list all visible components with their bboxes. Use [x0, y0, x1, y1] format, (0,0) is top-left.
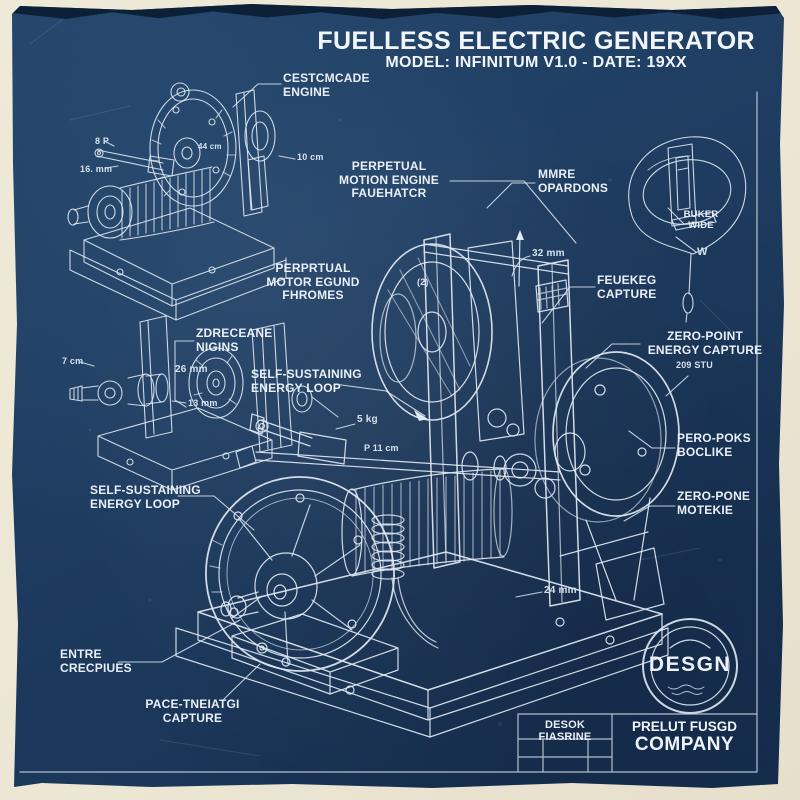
- paper-scratches: [29, 19, 741, 757]
- dim-26mm: 26 mm: [175, 364, 208, 375]
- top-left-engine-sketch: [67, 82, 287, 321]
- callout-pero-poks-boclike: PERO-POKS BOCLIKE: [677, 431, 751, 459]
- main-generator-drawing: [175, 230, 680, 738]
- company-line1: PRELUT FUSGD: [631, 719, 737, 734]
- title-line1: FUELLESS ELECTRIC GENERATOR: [317, 27, 755, 55]
- callout-buker-wide: BUKER WIDE: [683, 209, 719, 231]
- callout-self-sustaining-upper: SELF-SUSTAINING ENERGY LOOP: [251, 367, 362, 395]
- dim-24mm: 24 mm: [544, 585, 577, 596]
- dim-32mm: 32 mm: [532, 248, 565, 259]
- dim-16mm: 16. mm: [80, 164, 113, 174]
- callout-cascade-engine: CESTCMCADE ENGINE: [283, 71, 370, 99]
- left-motor-sketch: [69, 315, 313, 491]
- dim-44cm: 44 cm: [198, 142, 222, 151]
- callout-entre-crecpiues: ENTRE CRECPIUES: [60, 647, 132, 675]
- pulley-detail-sketch: [628, 136, 747, 323]
- dim-w: W: [697, 246, 708, 258]
- callout-zero-point-energy-capture: ZERO-POINT ENERGY CAPTURE: [647, 329, 763, 357]
- drawing-title: FUELLESS ELECTRIC GENERATOR MODEL: INFIN…: [317, 28, 755, 72]
- dim-10cm: 10 cm: [297, 152, 324, 162]
- dim-8p: 8 P: [95, 136, 110, 146]
- title-block-left-header: DESOK FIASRINE: [538, 719, 592, 743]
- title-block-company: PRELUT FUSGD COMPANY: [612, 719, 757, 756]
- dim-209stu: 209 STU: [676, 360, 713, 370]
- dim-p11cm: P 11 cm: [364, 443, 399, 453]
- callout-zero-pone-motekie: ZERO-PONE MOTEKIE: [677, 489, 751, 517]
- company-line2: COMPANY: [634, 734, 735, 755]
- design-stamp-text: DESGN: [648, 653, 732, 676]
- callout-feuekeg-capture: FEUEKEG CAPTURE: [597, 273, 657, 301]
- title-line2: MODEL: INFINITUM V1.0 - DATE: 19XX: [385, 54, 687, 72]
- callout-self-sustaining-lower: SELF-SUSTAINING ENERGY LOOP: [90, 483, 201, 511]
- callout-zdreceane-nigins: ZDRECEANE NIGINS: [196, 326, 273, 354]
- dim-5kg: 5 kg: [357, 414, 378, 425]
- dim-2: (2): [417, 277, 429, 287]
- dim-7cm: 7 cm: [62, 356, 84, 366]
- callout-perpetual-motion-engine: PERPETUAL MOTION ENGINE FAUEHATCR: [339, 159, 439, 201]
- callout-perprtual-motor: PERPRTUAL MOTOR EGUND FHROMES: [266, 261, 360, 303]
- leader-lines: [79, 83, 697, 700]
- callout-pace-capture: PACE-TNEIATGI CAPTURE: [145, 697, 240, 725]
- callout-mmre-opardons: MMRE OPARDONS: [538, 167, 609, 195]
- design-stamp: [642, 618, 738, 714]
- title-block-lines: [19, 91, 758, 773]
- dim-13mm: 13 mm: [188, 398, 218, 408]
